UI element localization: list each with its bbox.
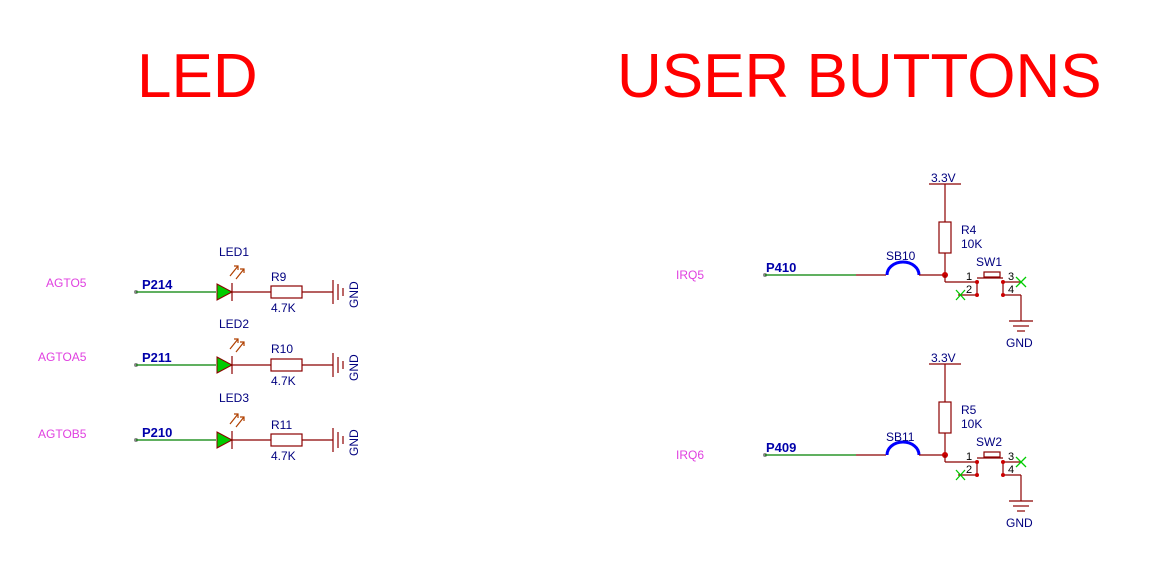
- button-row-2: 3.3V R5 10K IRQ6 P409 SB11: [676, 351, 1033, 530]
- buttons-section-title: USER BUTTONS: [617, 42, 1102, 111]
- resistor-icon: [270, 358, 303, 372]
- net-name: P409: [766, 440, 796, 455]
- switch-pin-1: 1: [966, 451, 972, 463]
- net-name: P410: [766, 260, 796, 275]
- resistor-designator: R5: [961, 403, 977, 417]
- pushbutton-switch-icon: [944, 271, 1022, 321]
- port-label: AGTO5: [46, 276, 87, 290]
- button-row-1: 3.3V R4 10K IRQ5 P410 SB10: [676, 171, 1033, 350]
- switch-pin-4: 4: [1008, 284, 1014, 296]
- ground-label: GND: [1006, 516, 1033, 530]
- supply-label: 3.3V: [931, 351, 956, 365]
- led-designator: LED1: [219, 245, 249, 259]
- ground-symbol-icon: [332, 280, 344, 304]
- resistor-designator: R11: [271, 418, 292, 432]
- ground-symbol-icon: [1009, 500, 1033, 512]
- led-diode-icon: [216, 338, 245, 374]
- net-name: P214: [142, 277, 173, 292]
- no-connect-icon: [955, 276, 1027, 301]
- resistor-designator: R10: [271, 342, 293, 356]
- switch-pin-3: 3: [1008, 271, 1014, 283]
- resistor-designator: R4: [961, 223, 977, 237]
- ground-symbol-icon: [332, 353, 344, 377]
- supply-label: 3.3V: [931, 171, 956, 185]
- port-label: AGTOA5: [38, 350, 87, 364]
- resistor-designator: R9: [271, 270, 287, 284]
- switch-pin-2: 2: [966, 464, 972, 476]
- resistor-icon: [270, 433, 303, 447]
- net-name: P211: [142, 350, 172, 365]
- port-label: IRQ6: [676, 448, 704, 462]
- solder-bridge-icon: [885, 260, 921, 276]
- ground-label: GND: [347, 281, 361, 308]
- led-diode-icon: [216, 265, 245, 301]
- switch-designator: SW1: [976, 255, 1002, 269]
- led-designator: LED2: [219, 317, 249, 331]
- net-name: P210: [142, 425, 172, 440]
- resistor-value: 4.7K: [271, 301, 296, 315]
- ground-label: GND: [1006, 336, 1033, 350]
- resistor-value: 4.7K: [271, 449, 296, 463]
- resistor-value: 10K: [961, 237, 982, 251]
- bead-designator: SB11: [886, 430, 915, 444]
- led-diode-icon: [216, 413, 245, 449]
- resistor-value: 10K: [961, 417, 982, 431]
- port-label: AGTOB5: [38, 427, 87, 441]
- ground-label: GND: [347, 429, 361, 456]
- resistor-value: 4.7K: [271, 374, 296, 388]
- switch-pin-3: 3: [1008, 451, 1014, 463]
- resistor-icon: [270, 285, 303, 299]
- solder-bridge-icon: [885, 440, 921, 456]
- ground-label: GND: [347, 354, 361, 381]
- led-row-3: AGTOB5 P210 LED3 R11 4.7K GND: [38, 391, 361, 463]
- resistor-icon: [938, 401, 952, 434]
- port-label: IRQ5: [676, 268, 704, 282]
- bead-designator: SB10: [886, 249, 916, 263]
- switch-designator: SW2: [976, 435, 1002, 449]
- led-row-1: AGTO5 P214 LED1 R9 4.7K GND: [46, 245, 361, 315]
- led-designator: LED3: [219, 391, 249, 405]
- no-connect-icon: [955, 456, 1027, 481]
- ground-symbol-icon: [1009, 320, 1033, 332]
- led-section-title: LED: [137, 42, 258, 111]
- switch-pin-4: 4: [1008, 464, 1014, 476]
- switch-pin-2: 2: [966, 284, 972, 296]
- pushbutton-switch-icon: [944, 451, 1022, 501]
- ground-symbol-icon: [332, 428, 344, 452]
- led-row-2: AGTOA5 P211 LED2 R10 4.7K GND: [38, 317, 361, 388]
- switch-pin-1: 1: [966, 271, 972, 283]
- resistor-icon: [938, 221, 952, 254]
